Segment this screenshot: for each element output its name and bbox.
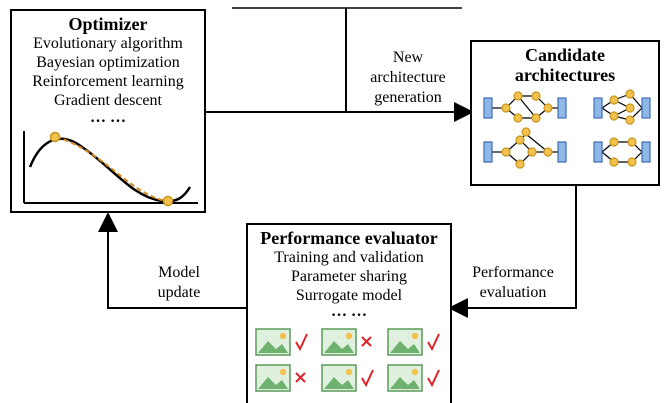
connectors	[98, 7, 577, 318]
arch-node	[513, 113, 523, 123]
check-mark	[427, 369, 440, 388]
image-thumbnail	[387, 364, 423, 392]
image-thumbnail	[387, 328, 423, 356]
input-layer	[483, 97, 493, 119]
performance-evaluator-box: Performance evaluator Training and valid…	[246, 223, 452, 403]
arch-node	[527, 147, 537, 157]
input-layer	[483, 141, 493, 163]
arch-node	[609, 111, 619, 121]
arch-node	[531, 91, 541, 101]
arch-node	[521, 127, 531, 137]
optimization-path	[55, 136, 167, 202]
arch-node	[609, 157, 619, 167]
arch-node	[625, 89, 635, 99]
arch-node	[625, 115, 635, 125]
label-line: Model	[158, 264, 200, 281]
label-model-update: Model update	[134, 263, 224, 303]
optimizer-method: Bayesian optimization	[36, 54, 180, 71]
label-line: update	[157, 284, 201, 301]
label-line: Performance	[472, 264, 554, 281]
arch-node	[609, 95, 619, 105]
optimizer-method: Reinforcement learning	[32, 73, 184, 90]
arch-node	[627, 137, 637, 147]
label-performance-evaluation: Performance evaluation	[458, 263, 568, 303]
arch-node	[625, 103, 635, 113]
candidate-architectures-box: Candidate architectures	[470, 40, 660, 186]
arch-node	[627, 157, 637, 167]
arch-node	[501, 147, 511, 157]
loss-curve-plot	[23, 131, 198, 207]
architecture-graphs	[483, 89, 651, 169]
arrow-model-update	[98, 212, 246, 309]
arch-node	[515, 135, 525, 145]
check-mark	[295, 333, 308, 352]
optimizer-method: Gradient descent	[54, 92, 162, 109]
evaluator-title: Performance evaluator	[260, 228, 438, 248]
arrow-performance-evaluation	[448, 186, 577, 318]
output-layer	[641, 97, 651, 119]
output-layer	[557, 141, 567, 163]
evaluator-ellipsis: … …	[331, 303, 367, 320]
label-new-architecture-generation: New architecture generation	[356, 48, 460, 108]
evaluation-results-grid	[255, 328, 440, 392]
image-thumbnail	[321, 364, 357, 392]
cross-mark	[295, 372, 306, 383]
check-mark	[427, 333, 440, 352]
end-point	[162, 195, 174, 207]
evaluator-method: Parameter sharing	[291, 268, 407, 285]
arch-node	[531, 113, 541, 123]
label-line: generation	[374, 89, 442, 106]
output-layer	[557, 97, 567, 119]
arch-node	[513, 91, 523, 101]
candidates-title-line1: Candidate	[524, 45, 605, 65]
optimizer-ellipsis: … …	[90, 109, 126, 126]
image-thumbnail	[255, 364, 291, 392]
label-line: evaluation	[479, 284, 547, 301]
loss-curve	[28, 137, 192, 203]
candidates-title-line2: architectures	[514, 65, 616, 85]
image-thumbnail	[255, 328, 291, 356]
optimizer-box: Optimizer Evolutionary algorithm Bayesia…	[10, 9, 206, 213]
evaluator-method: Surrogate model	[295, 287, 403, 304]
optimizer-method: Evolutionary algorithm	[33, 35, 183, 52]
start-point	[49, 131, 61, 143]
check-mark	[361, 369, 374, 388]
arch-node	[543, 103, 553, 113]
input-layer	[593, 141, 603, 163]
label-line: New	[392, 49, 424, 66]
arch-node	[543, 147, 553, 157]
arch-node	[609, 137, 619, 147]
evaluator-method: Training and validation	[274, 249, 424, 266]
cross-mark	[361, 336, 372, 347]
input-layer	[593, 97, 603, 119]
optimizer-title: Optimizer	[68, 14, 148, 34]
label-line: architecture	[370, 69, 446, 86]
image-thumbnail	[321, 328, 357, 356]
arch-node	[501, 103, 511, 113]
output-layer	[641, 141, 651, 163]
arch-node	[515, 159, 525, 169]
